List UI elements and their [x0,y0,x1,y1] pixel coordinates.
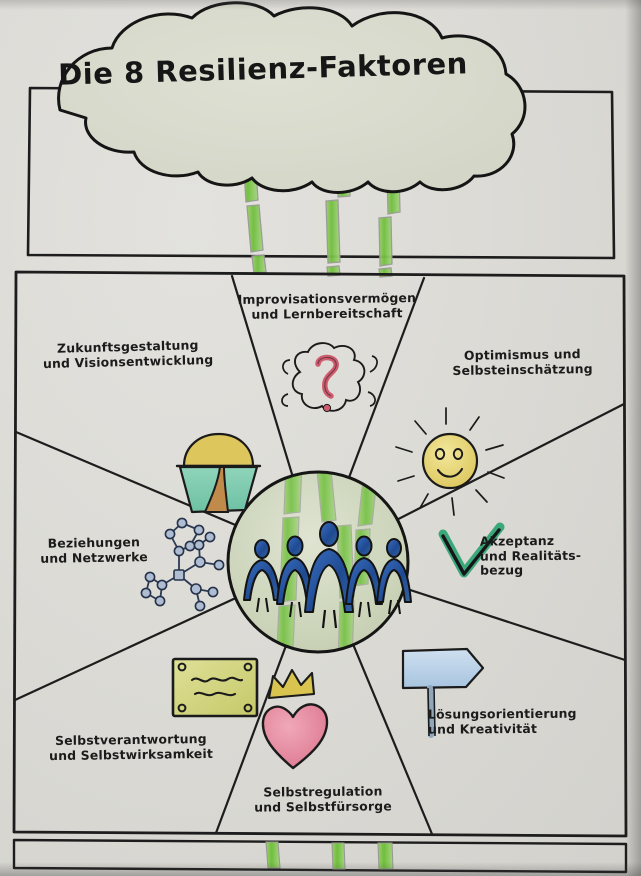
center-circle [226,470,412,654]
paper-edge-shadow-right [625,0,641,876]
pinned-note-icon [171,657,259,718]
paper-edge-shadow-top [0,0,641,10]
factor-label-optimismus: Optimismus und Selbsteinschätzung [452,346,593,378]
bottom-strip [12,838,628,874]
person-figure [304,521,354,629]
person-figure [243,539,281,613]
title-cloud [57,1,527,194]
signpost-arrow-icon [401,647,485,738]
crowned-heart-icon [261,668,329,770]
factor-label-selbstverantwortung: Selbstverantwortung und Selbstwirksamkei… [49,730,214,763]
network-nodes-icon [140,517,225,612]
factor-label-selbstregulation: Selbstregulation und Selbstfürsorge [254,783,392,815]
factor-label-improvisation: Improvisationsvermögen und Lernbereitsch… [237,290,417,322]
smiling-sun-icon [395,407,505,516]
main-frame [12,270,628,838]
green-checkmark-icon [438,522,505,578]
paper-edge-shadow-bottom [0,862,641,876]
factor-label-loesungsorientierung: Lösungsorientierung und Kreativität [427,705,577,737]
factor-label-beziehungen: Beziehungen und Netzwerke [40,534,149,566]
brain-question-mark-icon [281,342,378,413]
people-group [243,521,412,629]
factor-label-zukunftsgestaltung: Zukunftsgestaltung und Visionsentwicklun… [42,337,214,371]
person-figure [376,538,412,615]
factor-label-akzeptanz: Akzeptanz und Realitäts- bezug [479,532,582,578]
sunrise-horizon-icon [175,432,262,514]
